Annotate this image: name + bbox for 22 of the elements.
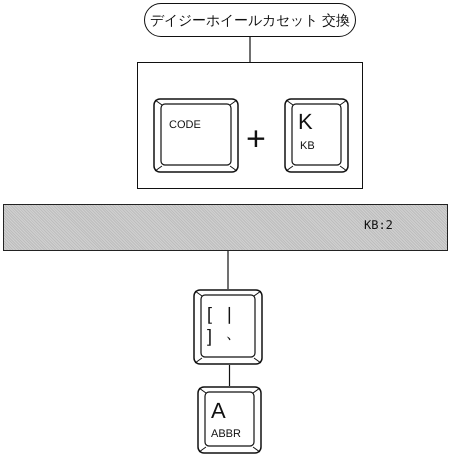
status-bar <box>3 204 448 251</box>
bar-label: KB:2 <box>364 219 393 231</box>
connector-line <box>228 365 230 386</box>
key-label: CODE <box>169 120 201 131</box>
key-combination-frame <box>137 62 363 189</box>
title-text: デイジーホイールカセット 交換 <box>149 13 351 27</box>
key-label: 、 <box>225 323 243 341</box>
key-label: A <box>211 400 226 422</box>
connector-line <box>249 37 251 62</box>
key-label: ABBR <box>211 429 241 440</box>
key-label: [ <box>207 305 212 323</box>
key-label: | <box>227 305 232 323</box>
terminator-pill <box>144 3 356 37</box>
key-label: KB <box>300 141 315 152</box>
connector-line <box>227 251 229 289</box>
key-label: K <box>298 111 313 133</box>
key-drawing <box>284 98 349 173</box>
key-drawing <box>197 386 262 454</box>
key-drawing <box>193 289 263 365</box>
plus-sign: + <box>246 122 266 156</box>
key-drawing <box>153 98 239 173</box>
key-label: ] <box>207 327 212 345</box>
